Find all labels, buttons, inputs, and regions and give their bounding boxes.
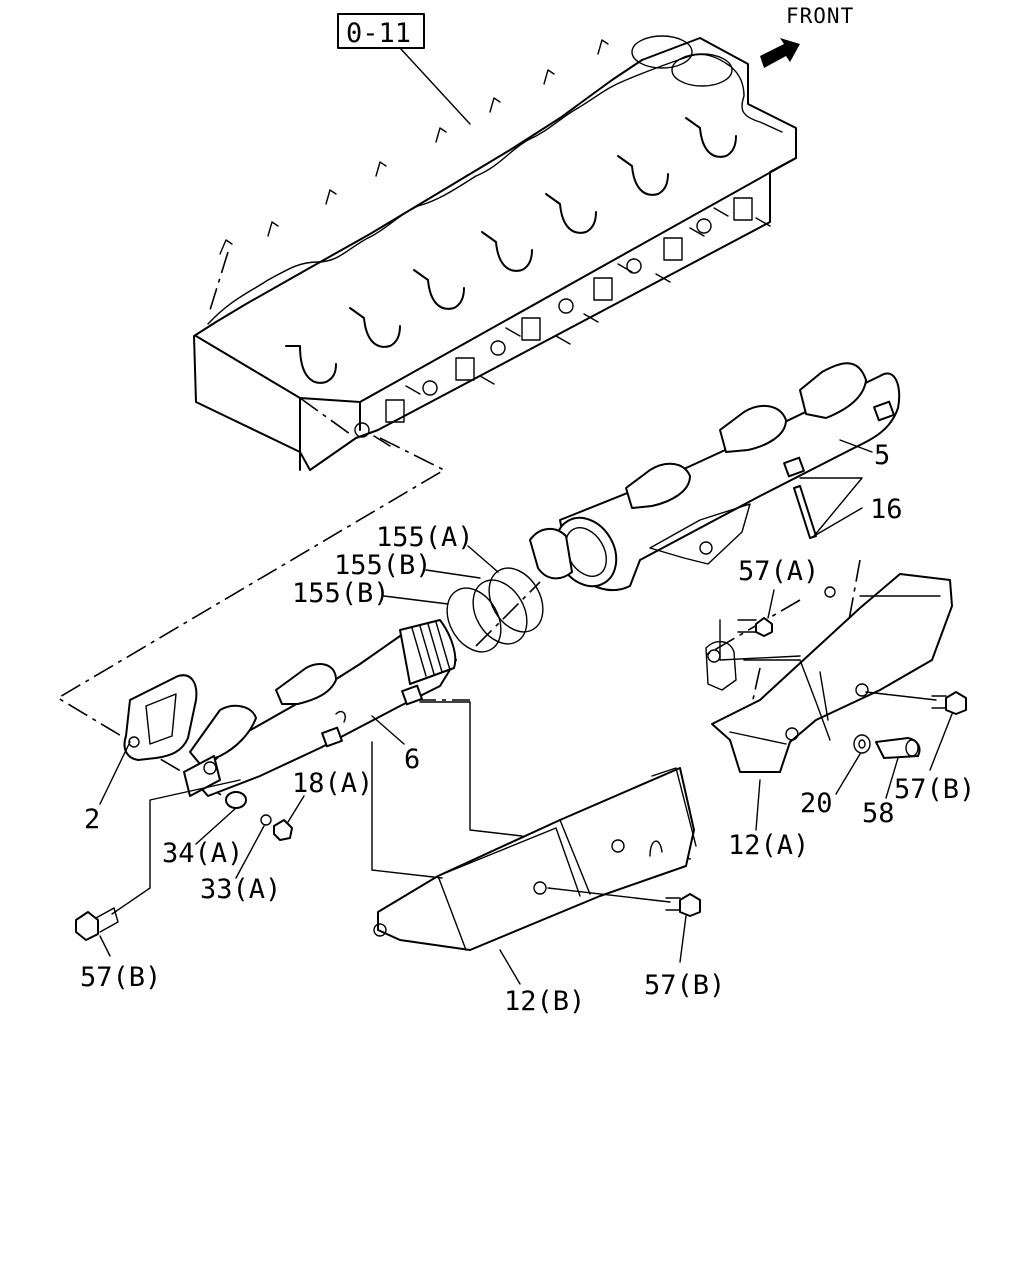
- callout-leader-57b-left: [99, 935, 111, 957]
- callout-16: 16: [870, 494, 903, 525]
- reference-box-label: 0-11: [346, 18, 411, 49]
- callout-leader-57b-left-frame: [111, 779, 241, 915]
- cylinder-head: [193, 35, 797, 471]
- heat-shield-12a[interactable]: [705, 573, 953, 773]
- callout-2: 2: [84, 804, 100, 835]
- reference-box[interactable]: 0-11: [337, 13, 425, 49]
- callout-leader-58: [885, 757, 899, 799]
- callout-leader-57b-right: [929, 713, 953, 771]
- callout-leader-12b: [499, 949, 521, 985]
- callout-12a: 12(A): [728, 830, 809, 861]
- callout-leader-155b-2: [383, 595, 449, 605]
- callout-33a: 33(A): [200, 874, 281, 905]
- callout-57a: 57(A): [738, 556, 819, 587]
- callout-leader-57a: [767, 589, 775, 619]
- callout-leader-33a: [235, 825, 265, 879]
- bolt-57b-left[interactable]: [75, 907, 119, 941]
- callout-leader-2: [99, 741, 131, 805]
- exhaust-manifold-rear[interactable]: [183, 619, 457, 797]
- gasket-2[interactable]: [123, 674, 198, 761]
- front-arrow-icon: [760, 38, 800, 68]
- stud-16[interactable]: [793, 485, 817, 539]
- collar-58[interactable]: [875, 737, 921, 759]
- callout-leader-155b-1: [425, 569, 481, 579]
- front-marker: FRONT: [760, 4, 854, 68]
- callout-leader-5: [839, 439, 873, 453]
- callout-5: 5: [874, 440, 890, 471]
- heat-shield-12b-frame-2: [419, 701, 523, 837]
- bolt-57a[interactable]: [737, 617, 773, 637]
- callout-leader-18a: [287, 795, 305, 823]
- callout-57b-mid: 57(B): [644, 970, 725, 1001]
- callout-58: 58: [862, 798, 895, 829]
- callout-leader-34a: [195, 807, 237, 845]
- heat-shield-12b-frame: [371, 741, 443, 879]
- callout-18a: 18(A): [292, 768, 373, 799]
- front-label: FRONT: [786, 4, 854, 28]
- callout-leader-155a: [467, 545, 499, 573]
- spacer-34a[interactable]: [225, 791, 247, 809]
- washer-20[interactable]: [853, 734, 871, 754]
- nut-18a[interactable]: [273, 819, 293, 841]
- callout-12b: 12(B): [504, 986, 585, 1017]
- exhaust-manifold-front[interactable]: [529, 362, 901, 597]
- callout-leader-20: [835, 753, 861, 795]
- callout-6: 6: [404, 744, 420, 775]
- callout-155a: 155(A): [376, 522, 474, 553]
- seal-ring-155b-1[interactable]: [462, 571, 538, 654]
- callout-leader-57b-mid: [679, 915, 687, 963]
- washer-33a[interactable]: [260, 814, 272, 826]
- callout-57b-right: 57(B): [894, 774, 975, 805]
- callout-155b-1: 155(B): [334, 550, 432, 581]
- callout-leader-16: [799, 477, 863, 537]
- callout-34a: 34(A): [162, 838, 243, 869]
- bolt-57b-right[interactable]: [865, 691, 967, 715]
- callout-leader-6: [371, 715, 405, 745]
- callout-155b-2: 155(B): [292, 578, 390, 609]
- callout-leader-12a: [755, 779, 761, 831]
- heat-shield-12b[interactable]: [373, 767, 697, 951]
- heat-shield-12a-frame: [719, 619, 801, 661]
- seal-ring-155b-2[interactable]: [436, 579, 512, 662]
- callout-57b-left: 57(B): [80, 962, 161, 993]
- bolt-57b-mid[interactable]: [547, 887, 701, 917]
- callout-20: 20: [800, 788, 833, 819]
- reference-leader: [399, 47, 471, 125]
- seal-ring-155a[interactable]: [478, 559, 554, 642]
